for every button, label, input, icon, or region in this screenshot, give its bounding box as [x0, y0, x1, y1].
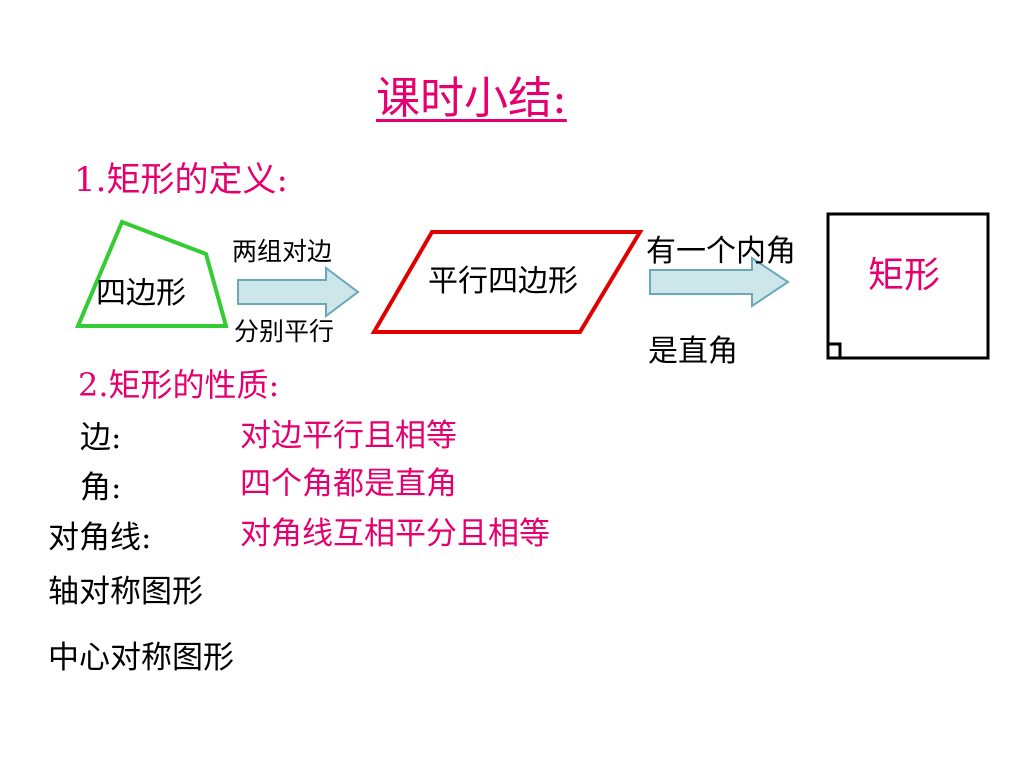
property-value-diagonals: 对角线互相平分且相等 — [240, 516, 550, 552]
quadrilateral-shape — [74, 219, 229, 328]
property-value-sides: 对边平行且相等 — [240, 418, 457, 454]
right-angle-mark-icon — [828, 342, 842, 358]
rectangle-label: 矩形 — [868, 255, 941, 296]
page-title: 课时小结: — [376, 73, 567, 124]
quadrilateral-label: 四边形 — [96, 276, 186, 311]
property-value-angles: 四个角都是直角 — [240, 466, 457, 502]
properties-heading: 2.矩形的性质: — [78, 366, 280, 404]
property-name-angles: 角: — [80, 470, 122, 506]
arrow-right-icon — [649, 256, 790, 308]
property-name-diagonals: 对角线: — [48, 520, 152, 556]
central-symmetry-text: 中心对称图形 — [48, 640, 234, 676]
axial-symmetry-text: 轴对称图形 — [48, 574, 203, 610]
arrow1-bottom-label: 分别平行 — [234, 317, 335, 346]
rectangle-shape — [826, 212, 990, 360]
arrow2-bottom-label: 是直角 — [648, 334, 738, 369]
property-name-sides: 边: — [80, 420, 122, 456]
arrow-right-icon — [237, 266, 360, 318]
arrow1-top-label: 两组对边 — [232, 237, 333, 266]
arrow2-top-label: 有一个内角 — [646, 234, 796, 269]
definition-heading: 1.矩形的定义: — [74, 160, 288, 200]
parallelogram-shape — [370, 230, 644, 334]
parallelogram-label: 平行四边形 — [428, 264, 578, 299]
